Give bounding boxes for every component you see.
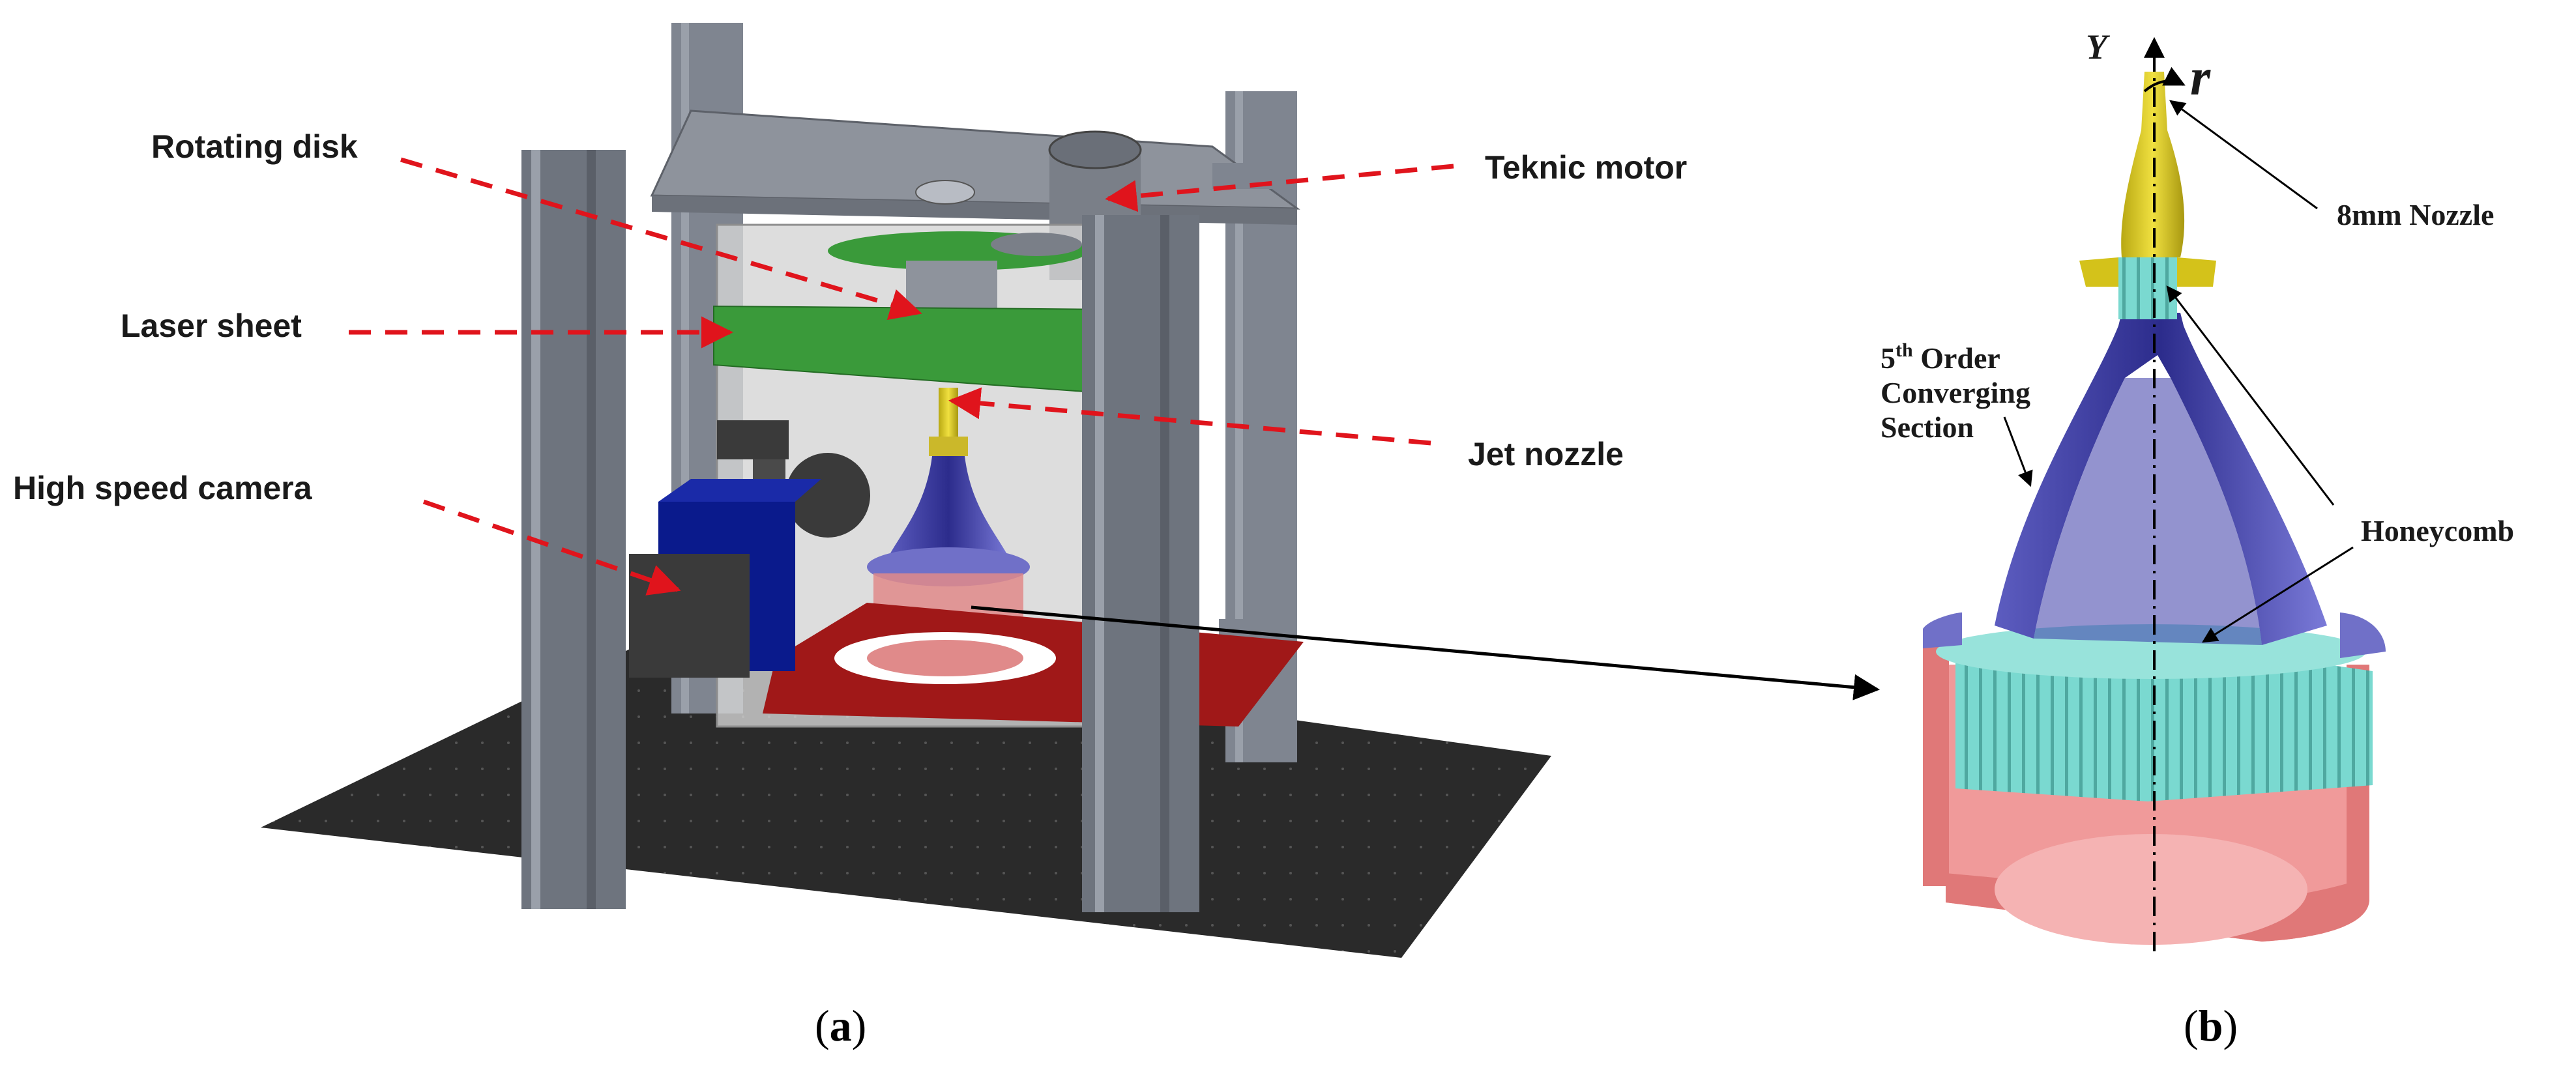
y-axis-label: Y	[2086, 27, 2111, 66]
label-converging: Converging	[1881, 376, 2030, 409]
zoom-connector-arrow	[971, 605, 1880, 700]
label-section: Section	[1881, 411, 1974, 444]
leader-jet-nozzle	[948, 387, 1431, 446]
leader-teknic-motor	[1105, 164, 1454, 212]
leader-converging	[2003, 416, 2033, 487]
honeycomb-lower	[1955, 639, 2373, 801]
label-teknic-motor: Teknic motor	[1485, 149, 1687, 186]
panel-a-illustration	[261, 23, 1551, 958]
leader-rotating-disk	[400, 157, 922, 320]
panel-a-leaders	[349, 157, 1454, 596]
leader-high-speed-camera	[422, 499, 681, 596]
label-jet-nozzle: Jet nozzle	[1468, 436, 1624, 472]
caption-b: (b)	[2184, 1001, 2238, 1050]
leader-honeycomb-lower	[2201, 546, 2354, 643]
caption-a: (a)	[815, 1001, 866, 1050]
label-rotating-disk: Rotating disk	[151, 128, 358, 165]
label-order: 5th Order	[1881, 339, 2000, 375]
label-high-speed-camera: High speed camera	[13, 470, 313, 506]
panel-b-leaders	[2003, 100, 2354, 643]
leader-honeycomb-upper	[2166, 285, 2335, 506]
top-plate-hole	[915, 180, 975, 205]
contraction-cone	[886, 456, 1010, 560]
camera-mount	[717, 420, 789, 459]
nozzle-8mm	[2121, 72, 2185, 257]
r-axis-label: r	[2190, 49, 2211, 106]
camera-lens-block	[629, 554, 750, 678]
label-laser-sheet: Laser sheet	[121, 308, 302, 344]
label-nozzle: 8mm Nozzle	[2337, 198, 2494, 231]
panel-b-illustration	[1923, 72, 2386, 945]
converging-section	[1995, 313, 2327, 645]
label-honeycomb: Honeycomb	[2361, 514, 2514, 547]
jet-nozzle	[939, 388, 958, 440]
r-axis-arrow	[2143, 66, 2186, 93]
leader-nozzle	[2169, 100, 2318, 210]
